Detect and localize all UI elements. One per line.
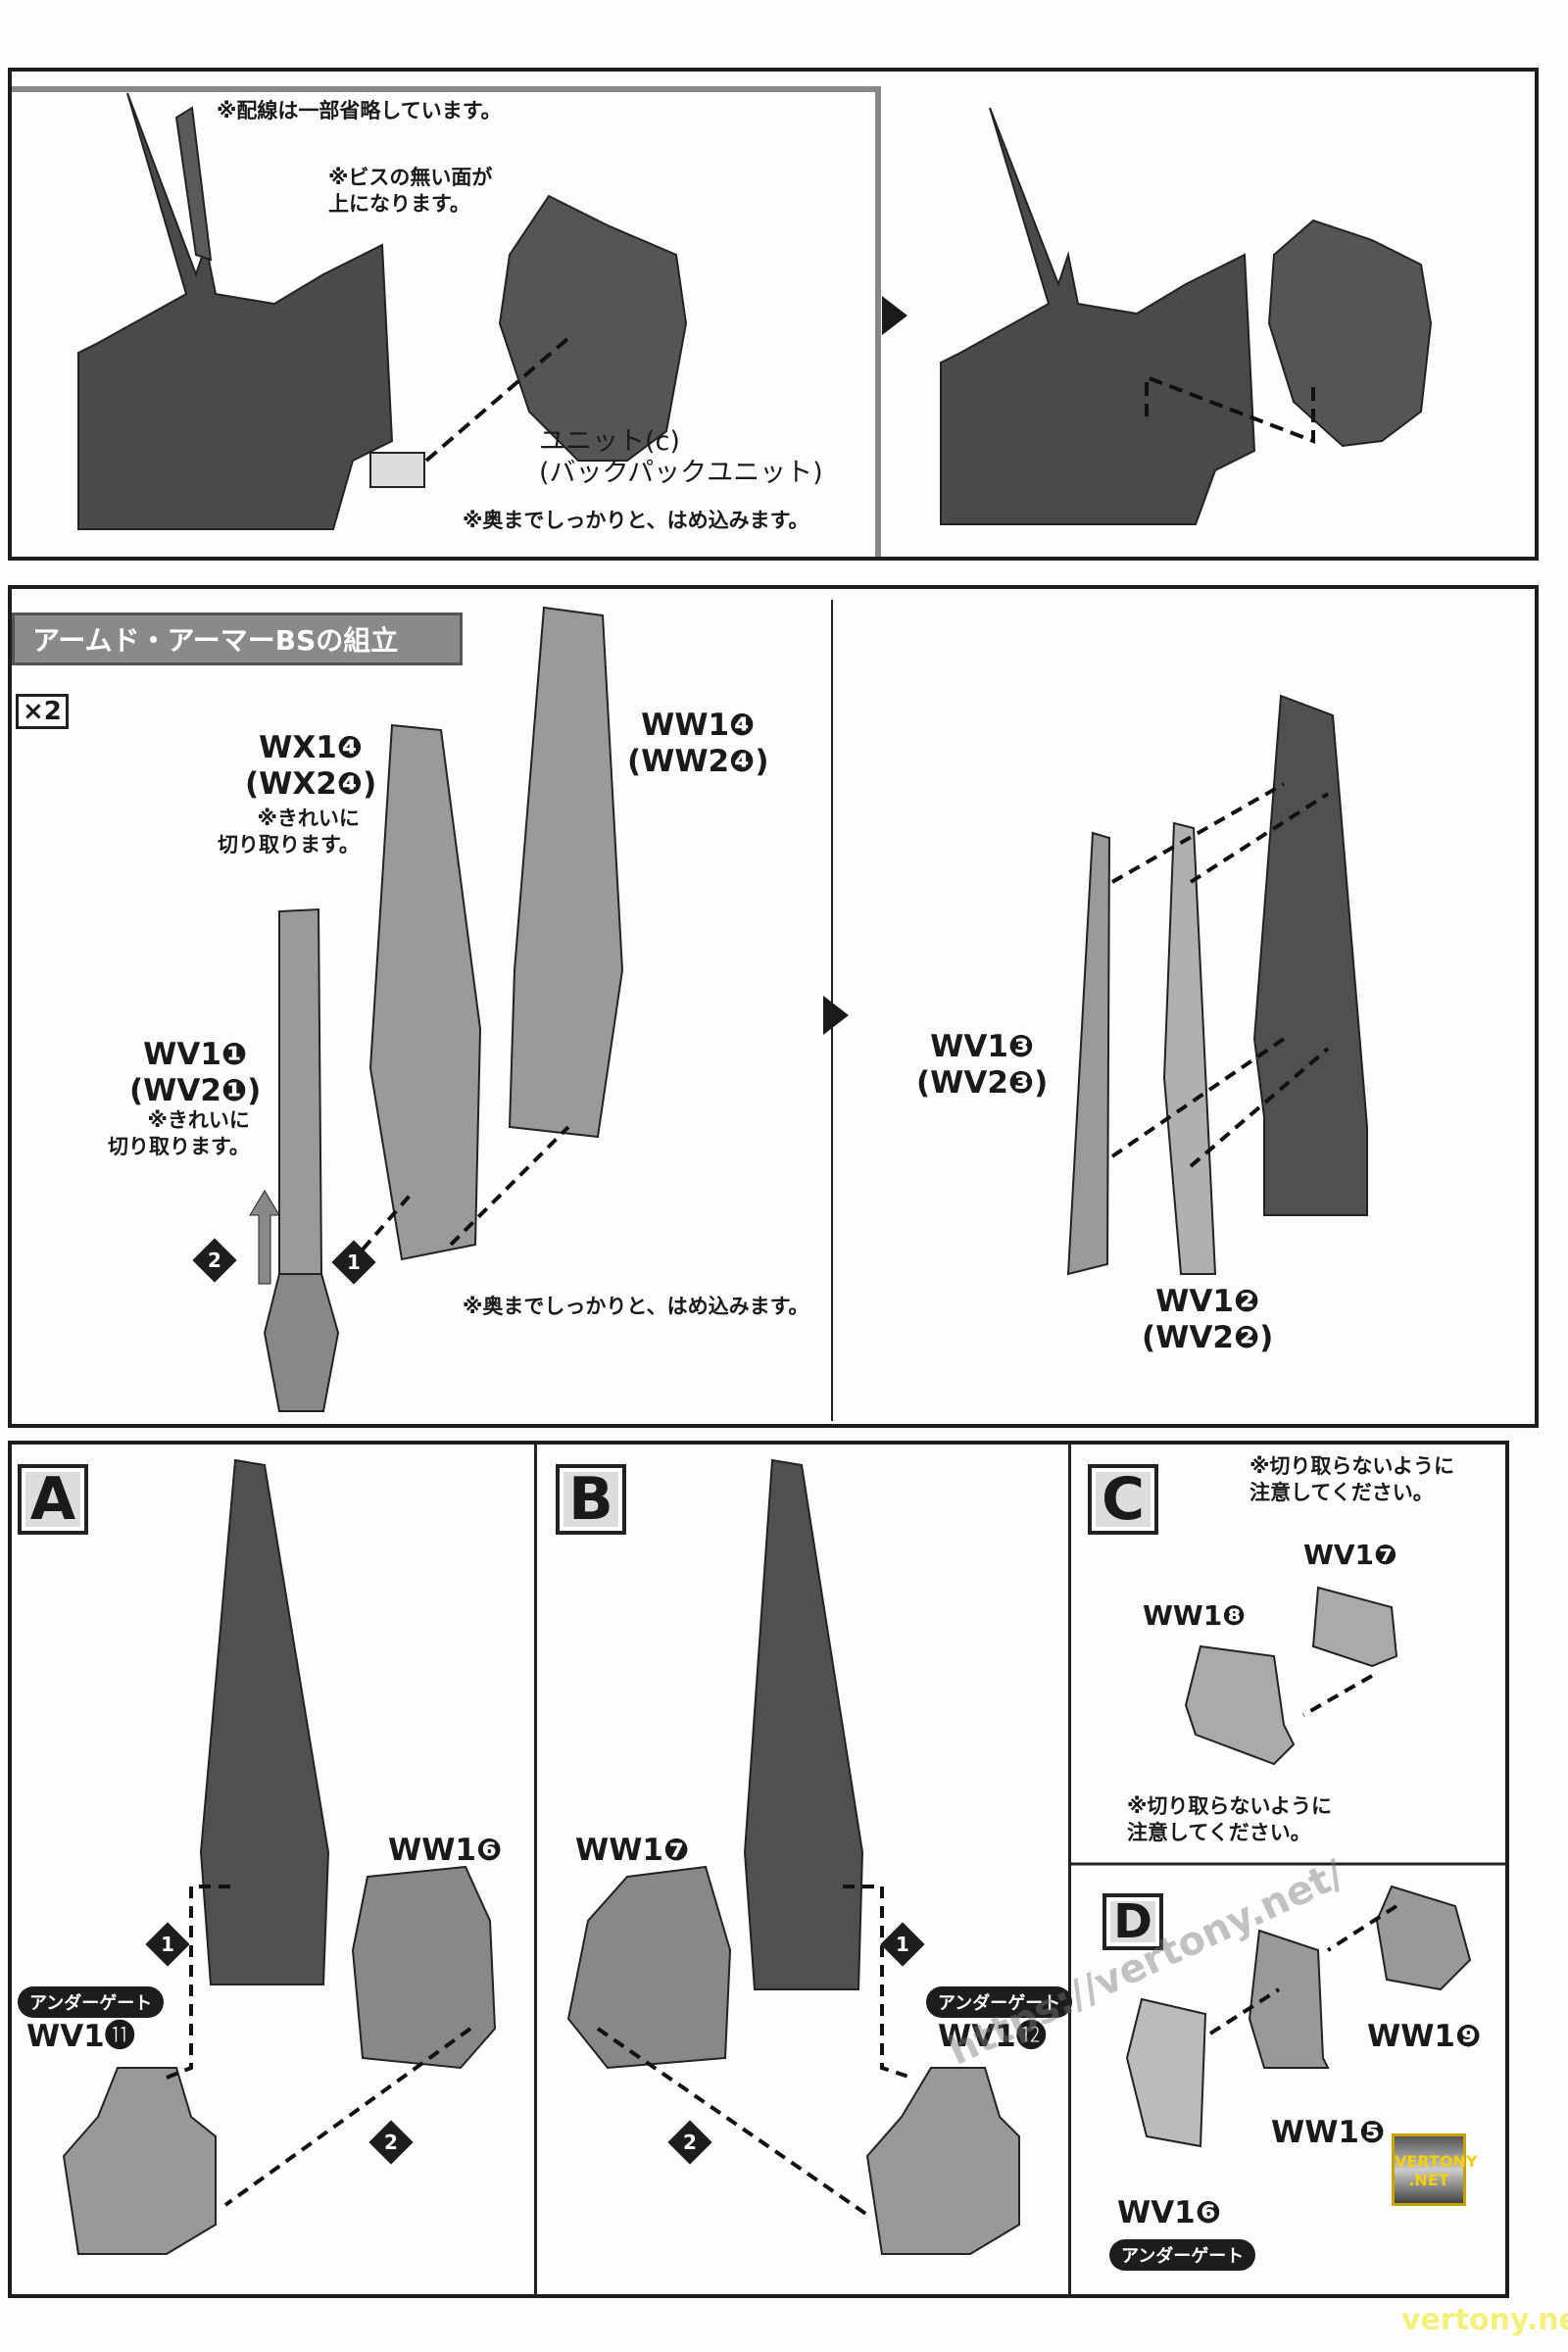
part-wv1-2 [1162,821,1217,1275]
part-label-wv1-7: WV1❼ [1303,1539,1397,1571]
panel-c-arrow [1302,1674,1373,1717]
part-ww1-5-shape [1248,1929,1330,2069]
logo-line-1: VERTONY [1395,2152,1478,2171]
note-cut-cleanly-1: ※きれいに 切り取ります。 [218,807,360,858]
part-label-ww1-7: WW1❼ [575,1833,690,1868]
attach-arrow-a [1111,782,1285,884]
note-insert-fully-top: ※奥までしっかりと、はめ込みます。 [463,509,809,532]
part-label-wv1-6: WV1❻ [1117,2195,1222,2230]
bottom-panels-frame [8,1441,1509,2298]
panel-d-arrow-1 [1326,1904,1398,1952]
part-ww1-6-shape [351,1865,497,2070]
panel-divider-bc [1068,1441,1071,2298]
part-label-ww1-5: WW1❺ [1271,2115,1386,2150]
part-label-wv1-2: WV1❷ (WV2❷) [1142,1284,1274,1356]
logo-line-2: .NET [1408,2171,1449,2190]
panel-a-letter: A [18,1464,88,1535]
part-label-wv1-3: WV1❸ (WV2❸) [916,1029,1049,1102]
connector-block [369,452,425,488]
panel-a-arrow-2 [223,2027,472,2207]
part-label-ww1-4: WW1❹ (WW2❹) [627,708,769,780]
panel-c-letter: C [1088,1464,1158,1535]
part-wv1-3 [1066,831,1111,1276]
part-label-wx1-4: WX1❹ (WX2❹) [245,730,377,803]
backpack-unit-after [1267,219,1433,448]
armor-blade-b [743,1458,864,1990]
part-wv1-11-shape [62,2067,217,2255]
part-label-ww1-8: WW1❽ [1143,1599,1246,1632]
top-left-box [12,86,881,557]
note-cut-cleanly-2: ※きれいに 切り取ります。 [108,1108,250,1159]
unit-c-label: ユニット(c) (バックパックユニット) [539,426,823,489]
panel-c-note-bottom: ※切り取らないように 注意してください。 [1127,1794,1332,1845]
part-label-ww1-6: WW1❻ [388,1833,503,1868]
part-ww1-8-shape [1184,1644,1296,1766]
push-up-arrow [249,1190,280,1285]
section-title: アームド・アーマーBSの組立 [12,612,463,665]
insert-arrow-2 [449,1125,570,1247]
part-wv1-6-shape [1125,1997,1207,2148]
armor-blade-a [199,1458,330,1985]
note-insert-fully-middle: ※奥までしっかりと、はめ込みます。 [463,1295,809,1318]
footer-watermark: vertony.net [1401,2303,1568,2337]
panel-a-under-gate-badge: アンダーゲート [18,1986,165,2018]
robot-torso-after [940,107,1256,525]
robot-torso-before [77,92,394,530]
part-wv1-7-shape [1311,1586,1398,1668]
part-label-ww1-9: WW1❾ [1367,2019,1482,2054]
panel-b-arrow-1 [843,1885,912,2080]
multiplier-badge: ×2 [16,694,69,729]
part-label-wv1-11: WV1⓫ [26,2019,135,2054]
part-wx1-4 [368,723,482,1261]
attach-arrow-d [1189,1047,1330,1168]
part-label-wv1-12: WV1⓬ [938,2019,1047,2054]
backpack-unit-before [498,194,688,462]
step-next-arrow-top [882,296,907,335]
part-wv1-12-shape [865,2067,1020,2255]
attach-arrow-c [1110,1037,1286,1158]
part-ww1-4 [508,606,624,1139]
note-wiring-omitted: ※配線は一部省略しています。 [217,99,502,122]
panel-c-note-top: ※切り取らないように 注意してください。 [1250,1454,1454,1505]
panel-d-arrow-2 [1208,1987,1281,2035]
step-next-arrow-middle [823,996,849,1035]
insert-arrow [424,336,570,463]
top-step-frame [8,68,1539,561]
part-label-wv1-1: WV1❶ (WV2❶) [129,1037,262,1109]
vertony-logo: VERTONY .NET [1392,2133,1478,2206]
insert-path-arrow [1145,374,1315,444]
panel-d-letter: D [1102,1893,1163,1950]
panel-a-arrow-1 [166,1885,230,2080]
panel-divider-ab [534,1441,537,2298]
panel-b-letter: B [556,1464,626,1535]
panel-b-under-gate-badge: アンダーゲート [926,1986,1073,2018]
panel-b-arrow-2 [596,2027,869,2217]
panel-d-under-gate-badge: アンダーゲート [1109,2239,1256,2271]
insert-arrow-1 [361,1194,412,1251]
part-ww1-7-shape [566,1865,732,2070]
attach-arrow-b [1189,792,1330,884]
part-wv1-1 [263,907,340,1412]
middle-step-frame [8,585,1539,1428]
note-screwless-face-up: ※ビスの無い面が 上になります。 [328,166,493,217]
